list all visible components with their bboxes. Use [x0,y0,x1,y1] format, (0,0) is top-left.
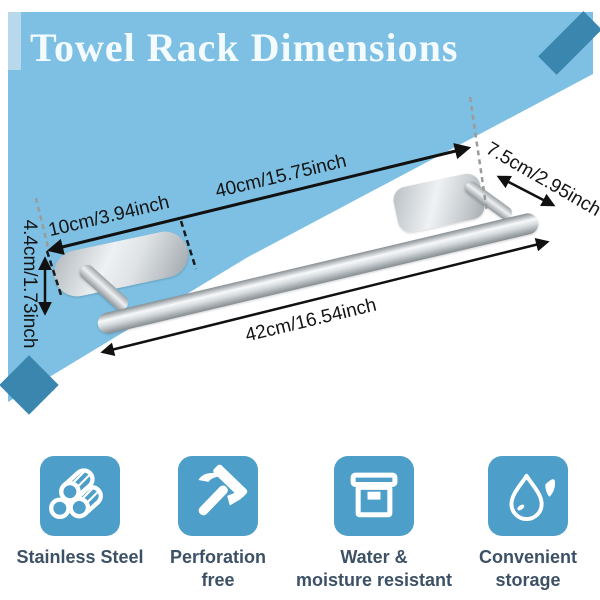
hammer-icon [178,456,258,536]
storage-box-icon [334,456,414,536]
page-title: Towel Rack Dimensions [30,25,459,70]
feature-label: Water & moisture resistant [295,547,453,590]
feature-perforation-free: Perforation free [138,456,298,591]
feature-convenient-storage: Convenient storage [448,456,600,591]
feature-label: Stainless Steel [16,547,144,567]
feature-stainless-steel: Stainless Steel [0,456,160,569]
plate-height-label: 4.4cm/1.73inch [19,219,40,349]
light-stripe-decoration [8,12,21,70]
water-drop-icon [488,456,568,536]
feature-label: Convenient storage [478,547,577,590]
feature-label: Perforation free [169,547,266,590]
overall-length-label: 42cm/16.54inch [243,294,379,347]
steel-pipes-icon [40,456,120,536]
feature-water-resistant: Water & moisture resistant [294,456,454,591]
